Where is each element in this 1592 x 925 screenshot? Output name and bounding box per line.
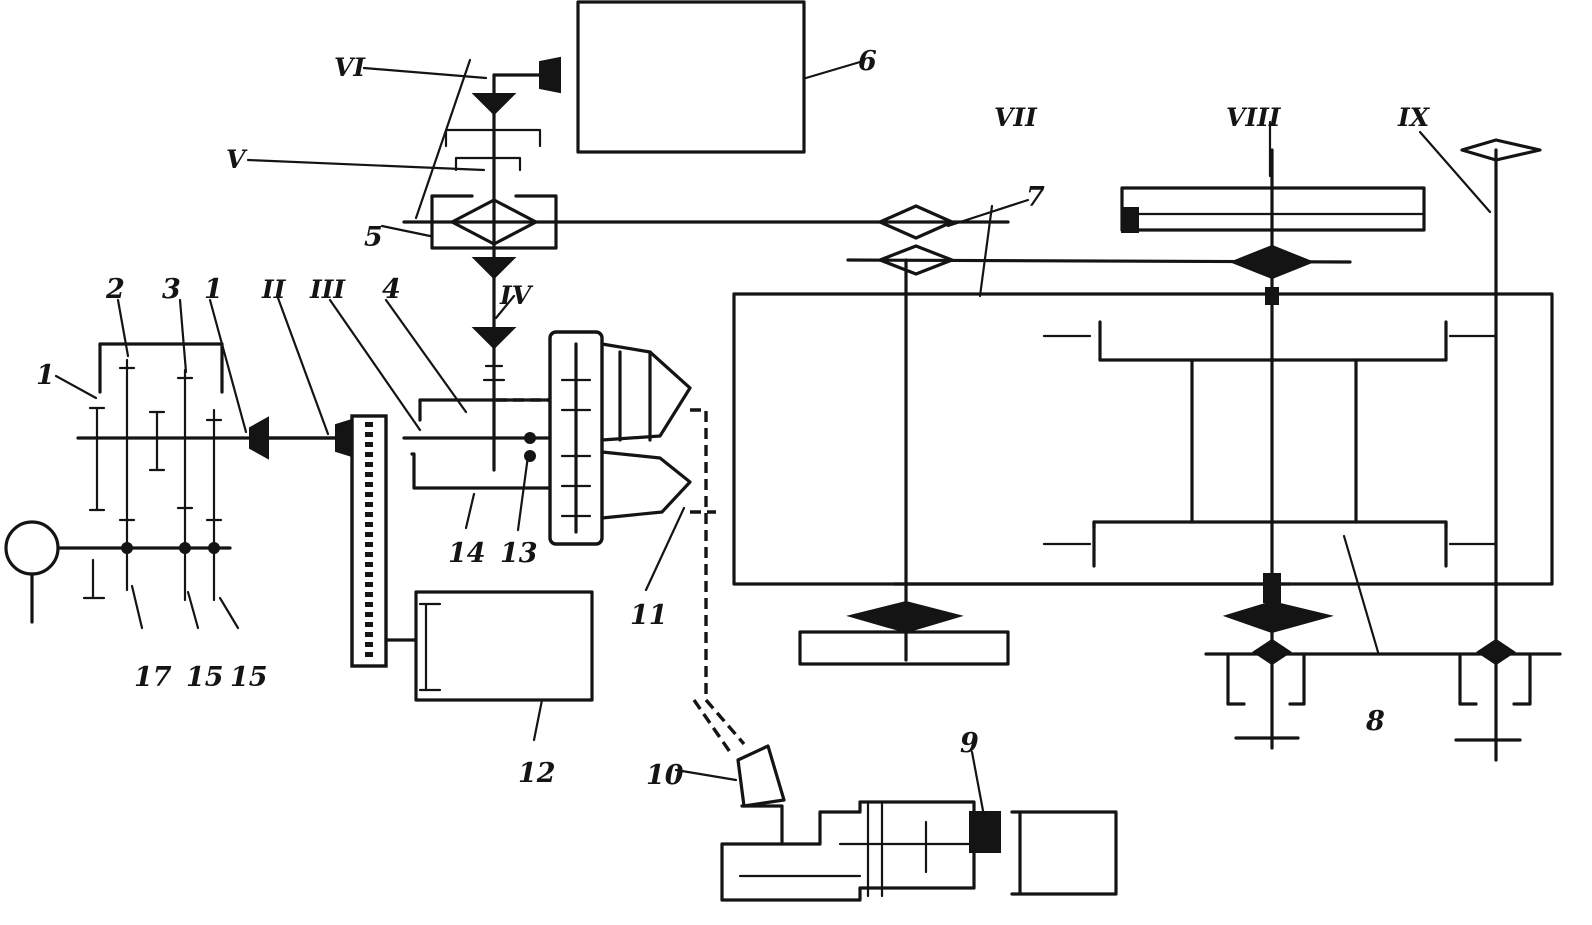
label-9: 9 bbox=[960, 728, 979, 759]
gear-block-11 bbox=[548, 330, 746, 753]
inner-top-bar bbox=[1098, 320, 1448, 362]
box-12 bbox=[414, 590, 594, 702]
duct-upper bbox=[600, 342, 692, 442]
coupling-9 bbox=[969, 811, 1001, 853]
label-10: 10 bbox=[646, 760, 684, 791]
box-6 bbox=[576, 0, 806, 154]
label-II: II bbox=[261, 275, 287, 304]
label-12: 12 bbox=[518, 758, 556, 789]
coupling-right bbox=[335, 418, 353, 458]
bracket-14 bbox=[410, 452, 552, 490]
label-15-a: 15 bbox=[186, 662, 224, 693]
label-V: V bbox=[226, 145, 248, 174]
label-III: III bbox=[309, 275, 346, 304]
label-14: 14 bbox=[448, 538, 486, 569]
label-VI: VI bbox=[334, 53, 366, 82]
leader-lines bbox=[54, 58, 1492, 818]
inner-bottom-bar bbox=[1092, 520, 1448, 530]
label-6: 6 bbox=[858, 46, 877, 77]
label-IX: IX bbox=[1397, 103, 1431, 132]
roman-labels: II III IV V VI VII VIII IX bbox=[226, 53, 1431, 310]
motor-circle bbox=[4, 520, 60, 576]
label-7: 7 bbox=[1026, 182, 1045, 213]
right-section bbox=[732, 138, 1562, 762]
label-8: 8 bbox=[1365, 706, 1385, 737]
left-gearbox bbox=[4, 342, 353, 624]
label-1-left: 1 bbox=[36, 360, 55, 391]
label-17: 17 bbox=[134, 662, 172, 693]
coupling-left bbox=[249, 416, 269, 460]
handwheel-IX bbox=[1460, 138, 1542, 162]
label-13: 13 bbox=[500, 538, 538, 569]
label-15-b: 15 bbox=[230, 662, 268, 693]
gearbox-housing bbox=[98, 342, 224, 394]
label-11: 11 bbox=[630, 600, 668, 631]
central-shaft bbox=[402, 0, 1010, 490]
chain-drive bbox=[350, 414, 594, 702]
unit-housing bbox=[720, 800, 976, 902]
number-labels: 1 2 3 1 4 5 6 7 8 9 10 11 12 13 14 15 15… bbox=[36, 46, 1385, 791]
lower-track bbox=[798, 630, 1010, 666]
label-VIII: VIII bbox=[1226, 103, 1282, 132]
dashed-conduit bbox=[690, 408, 746, 746]
bottom-unit bbox=[720, 744, 1118, 902]
bracket-4 bbox=[418, 398, 562, 422]
label-2: 2 bbox=[105, 274, 125, 305]
frame-7 bbox=[732, 292, 1554, 586]
label-1-right: 1 bbox=[204, 274, 223, 305]
label-VII: VII bbox=[994, 103, 1038, 132]
label-4: 4 bbox=[382, 274, 401, 305]
sprocket-VII bbox=[878, 204, 954, 240]
label-5: 5 bbox=[364, 222, 383, 253]
label-3: 3 bbox=[162, 274, 181, 305]
nozzle-10 bbox=[736, 744, 786, 808]
label-IV: IV bbox=[499, 281, 534, 310]
